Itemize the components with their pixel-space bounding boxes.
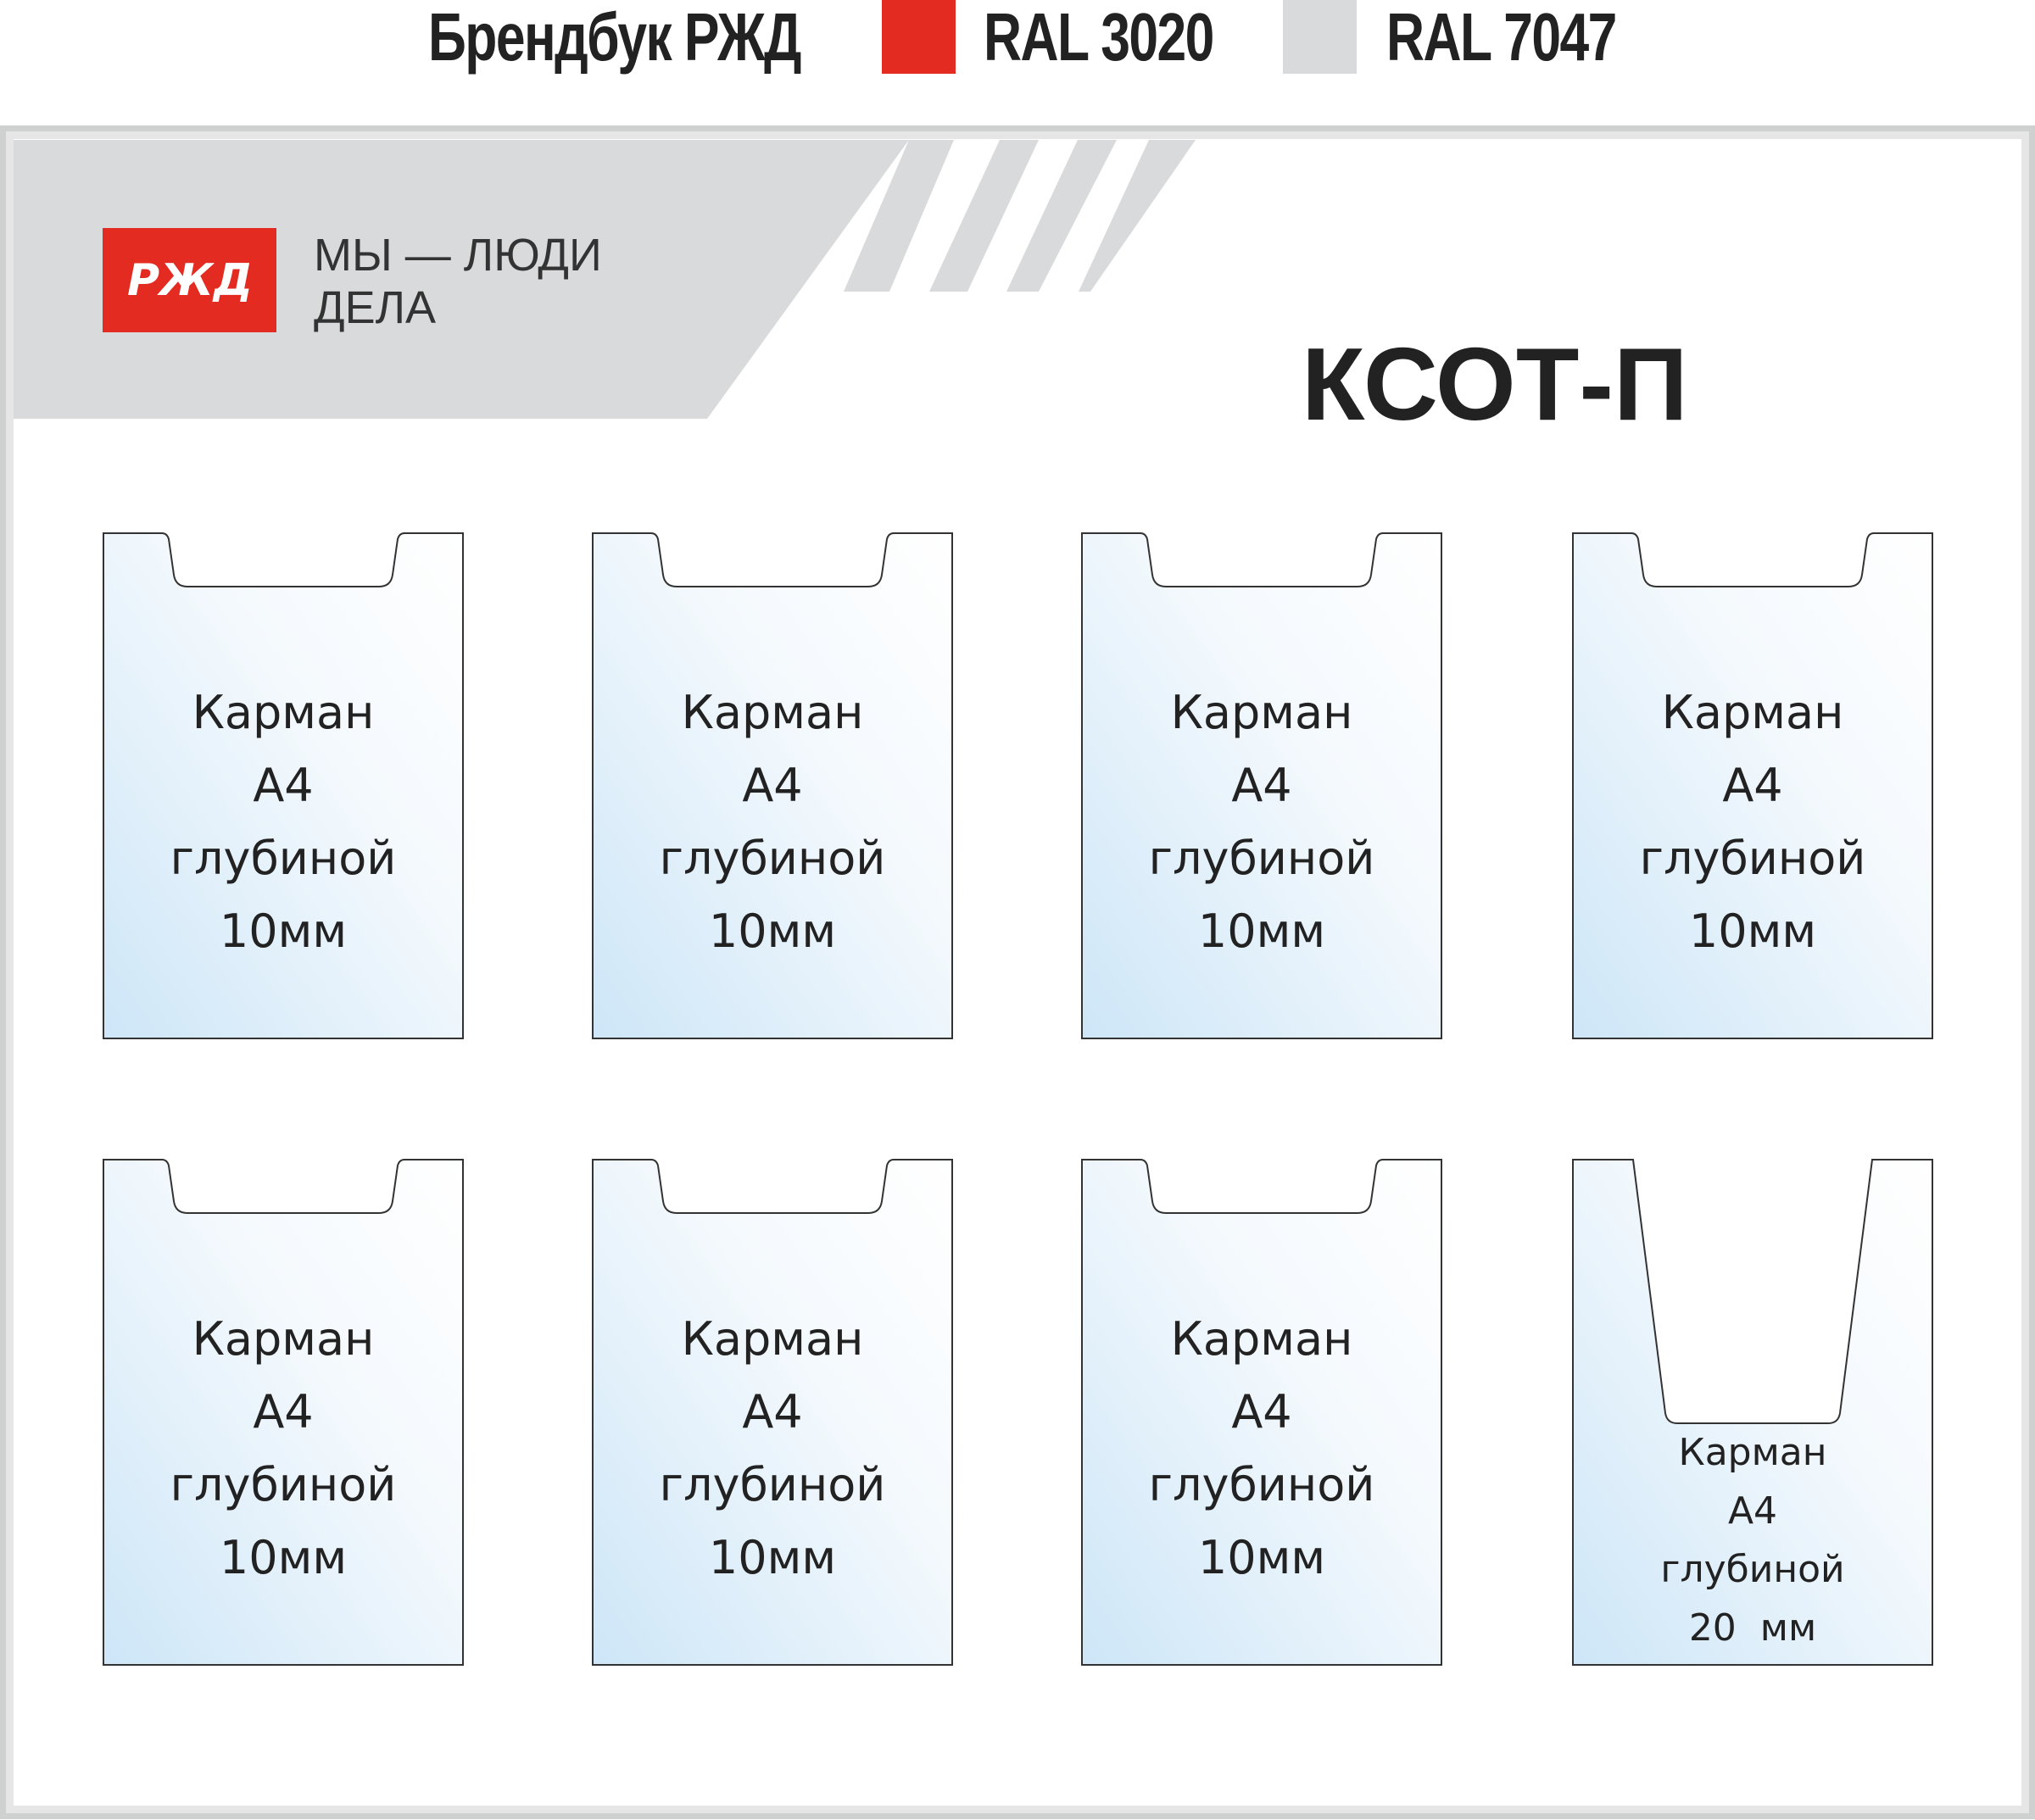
- pocket-line: 10мм: [1197, 1531, 1326, 1584]
- pocket-line: глубиной: [170, 832, 397, 885]
- pocket-line: Карман: [1170, 686, 1353, 739]
- pocket-line: А4: [1231, 1385, 1292, 1439]
- pocket-label: Карман А4 глубиной 10мм: [1081, 676, 1442, 968]
- pocket-line: глубиной: [170, 1458, 397, 1511]
- pocket-line: Карман: [192, 1312, 375, 1366]
- pocket: Карман А4 глубиной 10мм: [1081, 1159, 1442, 1666]
- pocket-line: глубиной: [659, 1458, 886, 1511]
- pocket-line: А4: [253, 1385, 314, 1439]
- board-title: КСОТ-П: [1302, 326, 1688, 442]
- pocket-line: 10мм: [1197, 904, 1326, 958]
- rzd-logo: РЖД: [103, 228, 276, 332]
- svg-text:РЖД: РЖД: [126, 255, 252, 306]
- pocket-line: 10мм: [708, 1531, 837, 1584]
- pocket-line: Карман: [681, 1312, 864, 1366]
- pocket-label: Карман А4 глубиной 10мм: [592, 1303, 953, 1595]
- pocket-shape: [1572, 532, 1933, 1039]
- pocket-label: Карман А4 глубиной 20 мм: [1572, 1423, 1933, 1657]
- pocket-line: Карман: [1170, 1312, 1353, 1366]
- pocket: Карман А4 глубиной 10мм: [103, 532, 464, 1039]
- pocket-shape: [1081, 1159, 1442, 1666]
- ral7047-swatch: [1283, 0, 1357, 74]
- pocket-line: Карман: [1661, 686, 1844, 739]
- pocket-line: глубиной: [1148, 1458, 1375, 1511]
- pocket: Карман А4 глубиной 10мм: [592, 1159, 953, 1666]
- pocket-line: А4: [1727, 1489, 1778, 1533]
- pocket-line: 20 мм: [1688, 1606, 1817, 1650]
- pocket-shape: [103, 532, 464, 1039]
- pocket-line: глубиной: [1639, 832, 1866, 885]
- pocket-line: Карман: [1678, 1431, 1827, 1474]
- ral3020-swatch: [882, 0, 956, 74]
- pocket: Карман А4 глубиной 10мм: [1081, 532, 1442, 1039]
- slogan: МЫ — ЛЮДИ ДЕЛА: [314, 229, 602, 334]
- pocket-shape: [103, 1159, 464, 1666]
- pocket-label: Карман А4 глубиной 10мм: [1572, 676, 1933, 968]
- brandbook-label: Брендбук РЖД: [428, 0, 801, 75]
- pocket-line: глубиной: [659, 832, 886, 885]
- slogan-line: ДЕЛА: [314, 282, 437, 333]
- slogan-line: МЫ — ЛЮДИ: [314, 230, 602, 281]
- pocket-line: 10мм: [219, 904, 348, 958]
- pocket-label: Карман А4 глубиной 10мм: [103, 1303, 464, 1595]
- pocket-label: Карман А4 глубиной 10мм: [592, 676, 953, 968]
- pocket-line: А4: [742, 1385, 803, 1439]
- pocket-line: Карман: [681, 686, 864, 739]
- pocket-line: глубиной: [1148, 832, 1375, 885]
- pocket-line: 10мм: [1688, 904, 1817, 958]
- pocket: Карман А4 глубиной 10мм: [103, 1159, 464, 1666]
- ral3020-label: RAL 3020: [984, 0, 1214, 75]
- pocket-shape: [1572, 1159, 1933, 1666]
- pocket-shape: [592, 532, 953, 1039]
- rzd-logo-mark: РЖД: [126, 255, 252, 306]
- pocket-line: А4: [253, 759, 314, 812]
- pocket-line: А4: [1722, 759, 1783, 812]
- pocket-line: 10мм: [708, 904, 837, 958]
- pocket-line: А4: [1231, 759, 1292, 812]
- pocket: Карман А4 глубиной 10мм: [592, 532, 953, 1039]
- pocket-line: глубиной: [1660, 1548, 1845, 1591]
- pocket-shape: [592, 1159, 953, 1666]
- pocket: Карман А4 глубиной 10мм: [1572, 532, 1933, 1039]
- pocket-shape: [1081, 532, 1442, 1039]
- pocket-line: Карман: [192, 686, 375, 739]
- pocket: Карман А4 глубиной 20 мм: [1572, 1159, 1933, 1666]
- pocket-line: А4: [742, 759, 803, 812]
- pocket-line: 10мм: [219, 1531, 348, 1584]
- pocket-label: Карман А4 глубиной 10мм: [103, 676, 464, 968]
- ral7047-label: RAL 7047: [1386, 0, 1617, 75]
- pocket-label: Карман А4 глубиной 10мм: [1081, 1303, 1442, 1595]
